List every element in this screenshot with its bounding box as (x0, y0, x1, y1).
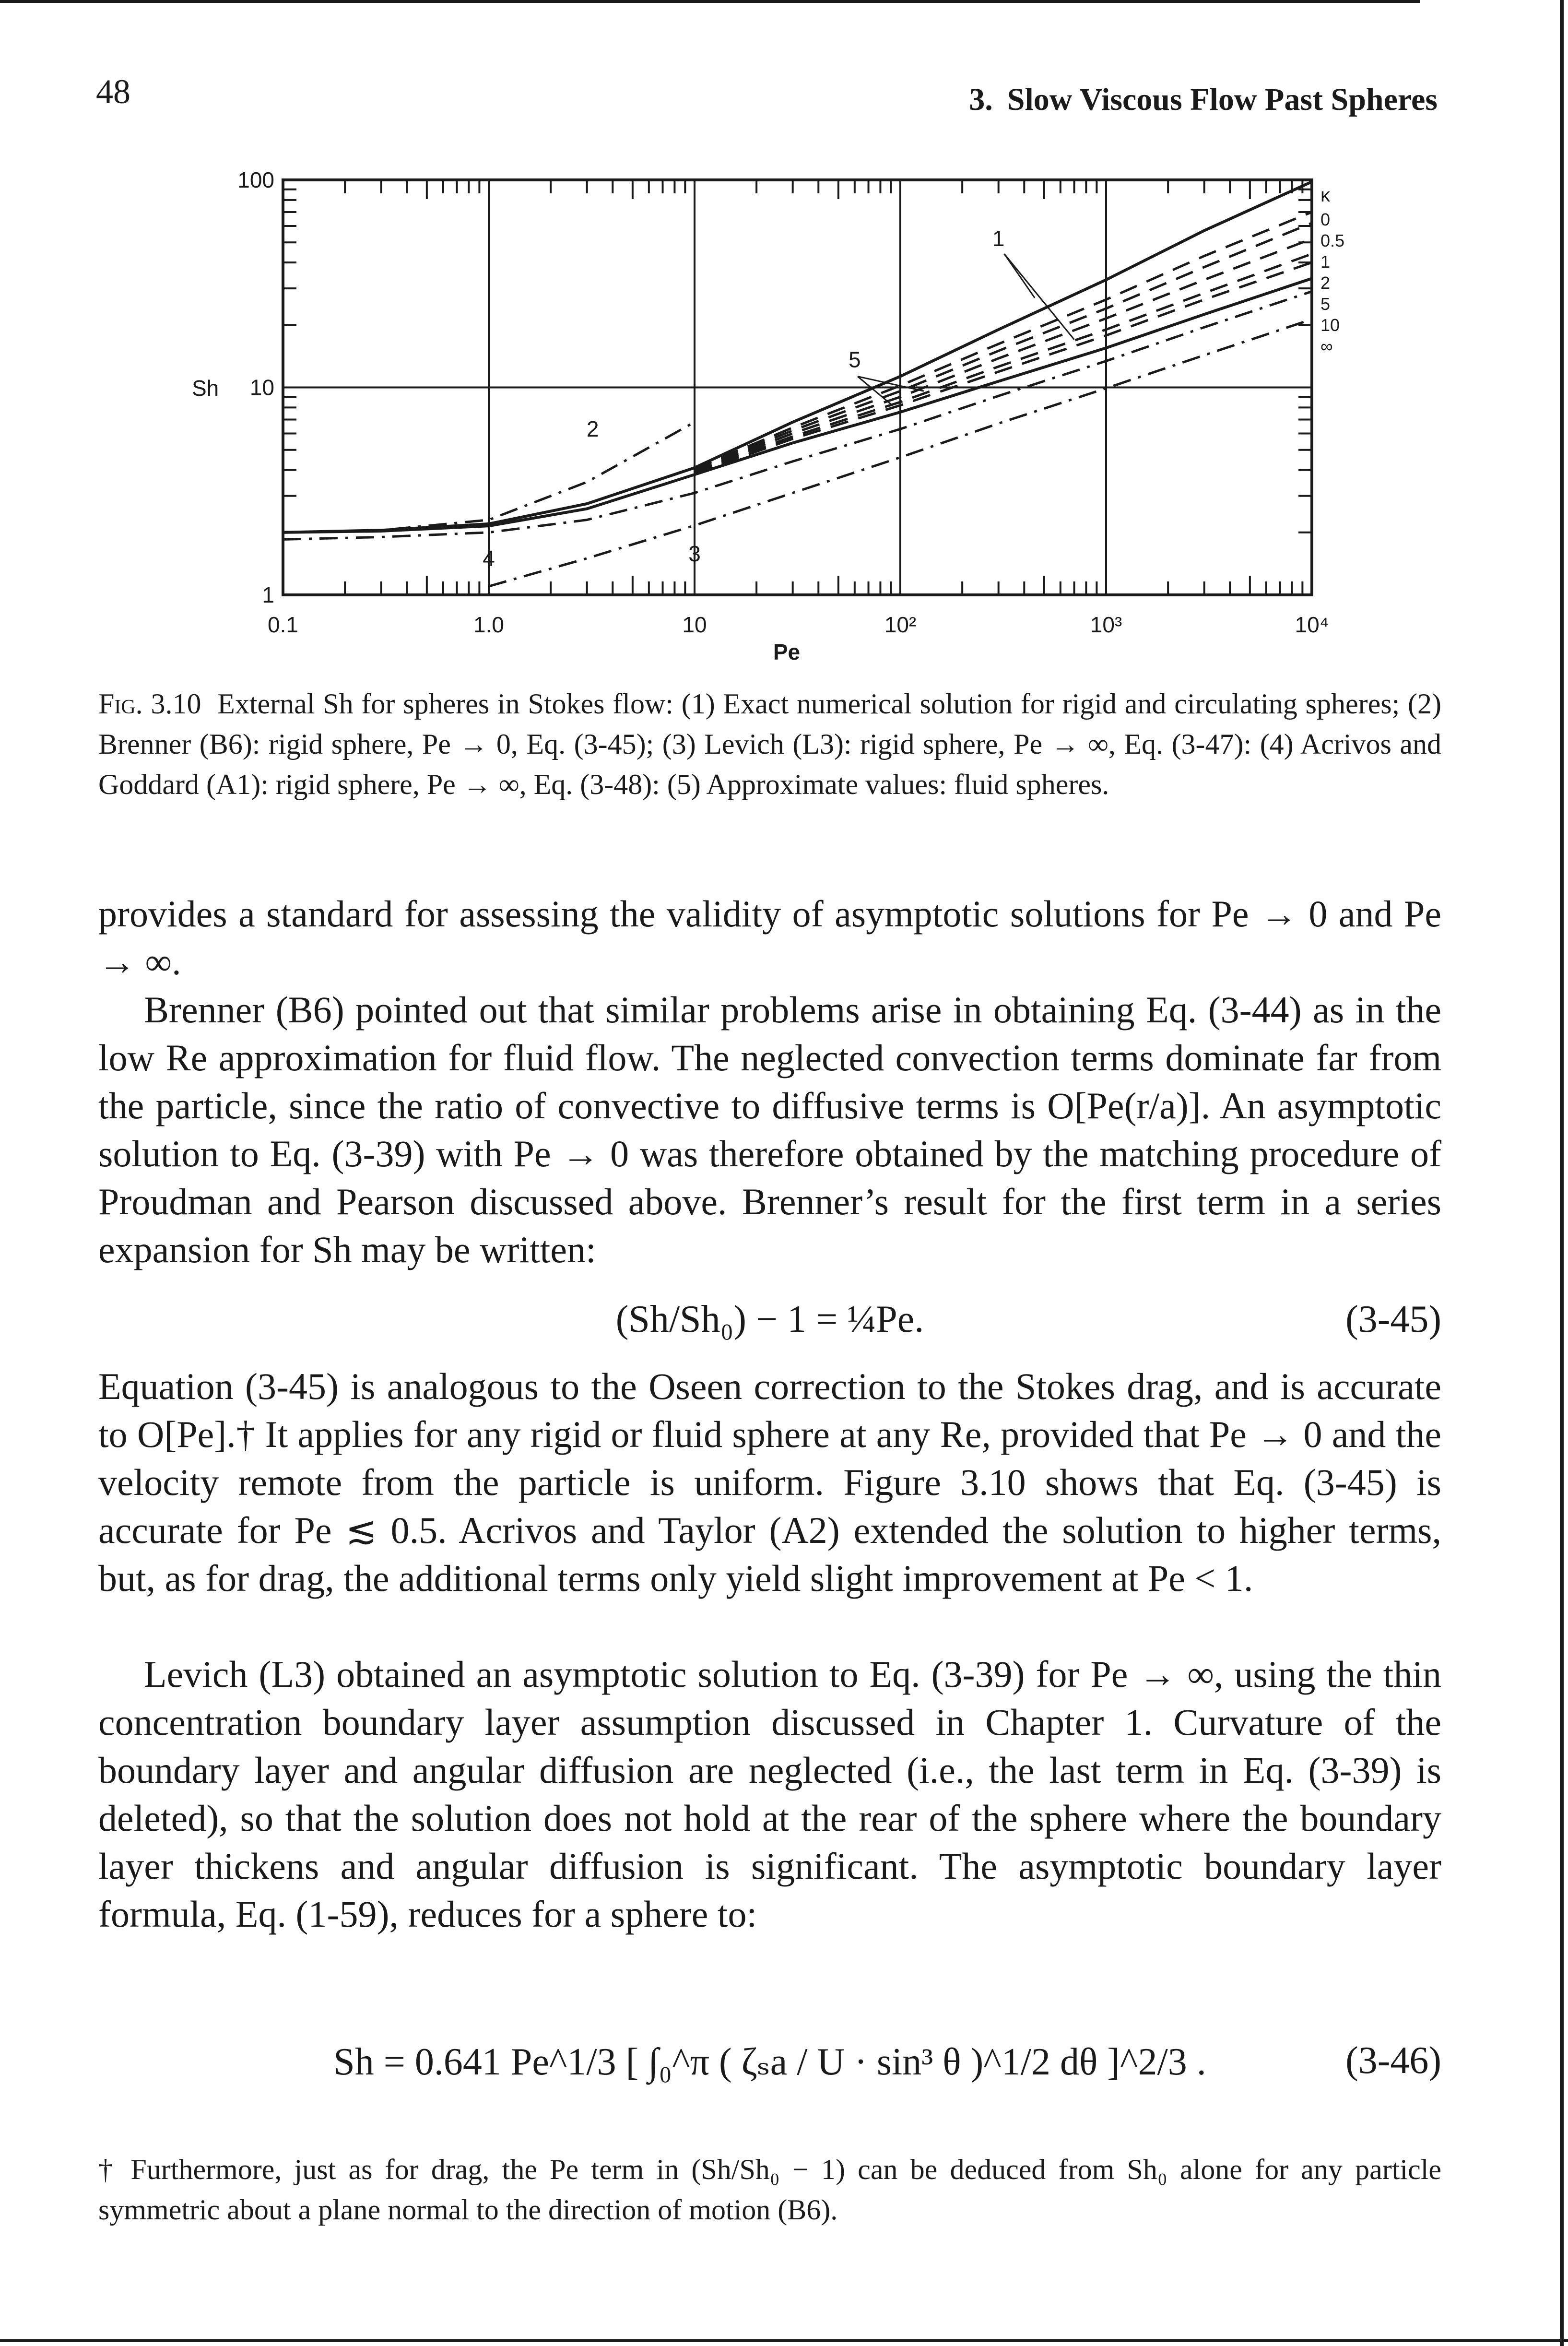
curve-label: 5 (849, 347, 861, 372)
kappa-legend-value: 0.5 (1320, 231, 1344, 250)
kappa-legend-value: 1 (1320, 252, 1330, 272)
x-tick-label: 10⁴ (1295, 612, 1329, 637)
kappa-legend-value: 2 (1320, 273, 1330, 293)
caption-text: External Sh for spheres in Stokes flow: … (98, 688, 1442, 800)
page-number: 48 (96, 72, 130, 111)
x-tick-label: 10² (884, 612, 916, 637)
curve-label-leader (857, 376, 892, 405)
y-tick-label: 100 (237, 167, 274, 192)
series-line-5 (694, 261, 1312, 475)
equation-3-45: (Sh/Sh₀) − 1 = ¼Pe. (3-45) (98, 1298, 1441, 1346)
kappa-legend-header: κ (1320, 185, 1331, 206)
plot-frame (282, 178, 1313, 596)
kappa-legend-value: 0 (1320, 210, 1330, 229)
curve-label: 2 (587, 416, 599, 441)
x-tick-label: 10 (682, 612, 707, 637)
chart-series (283, 180, 1313, 588)
paragraph-3: Equation (3-45) is analogous to the Osee… (98, 1365, 1441, 1599)
kappa-legend-value: 5 (1320, 294, 1330, 314)
curve-label: 1 (992, 226, 1005, 251)
y-axis-label: Sh (192, 376, 219, 401)
series-line-5 (694, 237, 1312, 473)
curve-label-leader (1003, 253, 1036, 298)
series-line-5 (694, 252, 1312, 474)
kappa-legend-value: ∞ (1320, 336, 1333, 356)
series-line-4 (283, 290, 1312, 541)
scan-border-top (0, 0, 1420, 3)
paragraph-2: Brenner (B6) pointed out that similar pr… (98, 989, 1441, 1270)
x-tick-label: 0.1 (268, 612, 298, 637)
equation-3-45-body: (Sh/Sh₀) − 1 = ¼Pe. (615, 1298, 924, 1340)
series-line-5 (694, 222, 1312, 471)
x-tick-label: 1.0 (473, 612, 504, 637)
series-line-5 (694, 211, 1312, 470)
running-head: 3. Slow Viscous Flow Past Spheres (969, 82, 1438, 118)
equation-3-46-body: Sh = 0.641 Pe^1/3 [ ∫₀^π ( ζₛa / U · sin… (333, 2041, 1206, 2083)
chart-grid (283, 180, 1312, 595)
x-tick-label: 10³ (1090, 612, 1122, 637)
curve-label-leader (857, 376, 924, 392)
y-tick-label: 1 (262, 582, 274, 607)
equation-3-46: Sh = 0.641 Pe^1/3 [ ∫₀^π ( ζₛa / U · sin… (98, 2039, 1441, 2087)
y-tick-label: 10 (250, 375, 274, 400)
paragraph-4: Levich (L3) obtained an asymptotic solut… (98, 1653, 1441, 1935)
chapter-title: Slow Viscous Flow Past Spheres (1007, 82, 1438, 117)
paragraph-1: provides a standard for assessing the va… (98, 893, 1441, 983)
series-line-1 (283, 180, 1313, 534)
equation-3-46-number: (3-46) (1345, 2039, 1441, 2082)
equation-3-45-number: (3-45) (1345, 1298, 1441, 1340)
footnote: † Furthermore, just as for drag, the Pe … (98, 2154, 1441, 2226)
figure-caption: Fig. 3.10 External Sh for spheres in Sto… (98, 684, 1441, 805)
curve-label-leader (1003, 253, 1075, 340)
kappa-legend-value: 10 (1320, 315, 1340, 335)
series-line-1 (283, 277, 1312, 534)
scan-border-right (1560, 0, 1564, 2346)
scan-border-bottom (0, 2339, 1568, 2342)
curve-label: 4 (483, 546, 495, 571)
chapter-number: 3. (969, 82, 993, 117)
figure-label: Fig. 3.10 (98, 688, 201, 720)
curve-label: 3 (688, 541, 701, 566)
x-axis-label: Pe (773, 640, 800, 664)
